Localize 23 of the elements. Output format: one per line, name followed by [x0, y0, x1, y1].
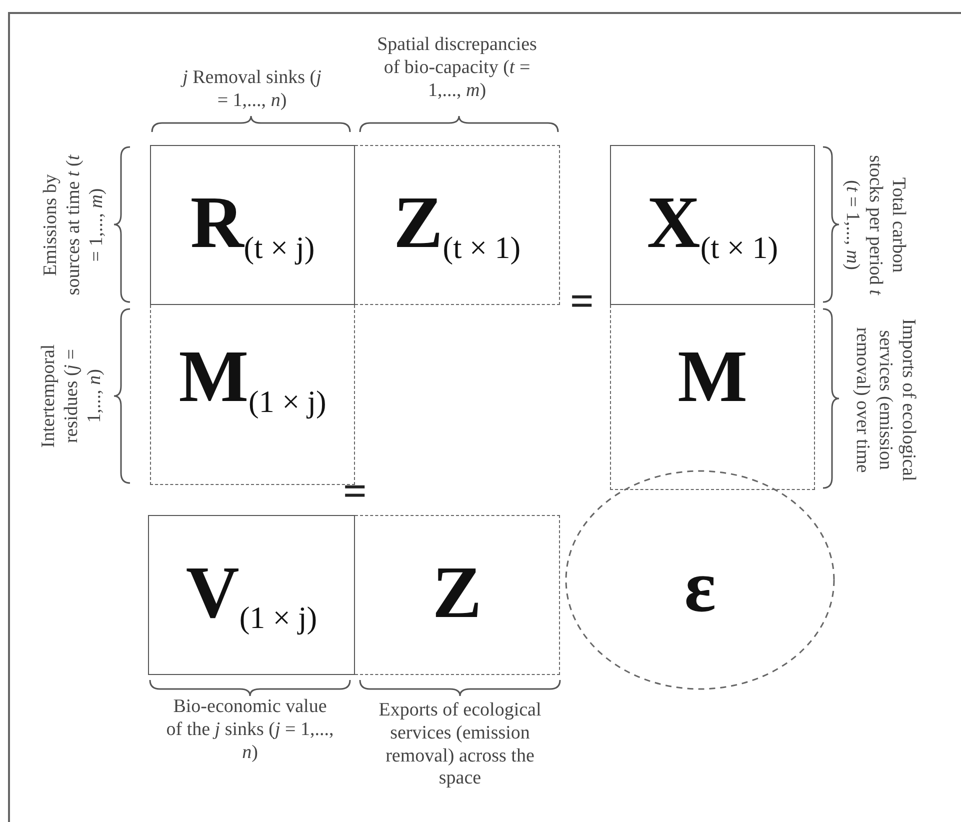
matrix-symbol: ε — [684, 550, 716, 624]
matrix-symbol: V$_{(1 × j)}$ — [186, 556, 318, 633]
matrix-symbol: M$_{(1 × j)}$ — [178, 340, 326, 417]
dashed-ellipse — [565, 470, 835, 690]
brace-label: Exports of ecological services (emission removal) across the space — [378, 699, 542, 791]
matrix-symbol: M — [678, 340, 748, 414]
matrix-symbol: R$_{(t × j)}$ — [190, 186, 315, 263]
matrix-block — [355, 515, 560, 675]
matrix-block — [150, 145, 355, 305]
matrix-block — [150, 305, 355, 485]
matrix-block — [610, 305, 815, 490]
equals-sign: = — [570, 281, 594, 323]
matrix-symbol: Z$_{(t × 1)}$ — [393, 186, 521, 263]
brace-label: j Removal sinks (j = 1,..., n) — [182, 67, 322, 113]
equals-sign: = — [343, 471, 367, 513]
brace-label: Spatial discrepancies of bio-capacity (t = 1,..., m) — [376, 34, 538, 102]
matrix-symbol: X$_{(t × 1)}$ — [646, 186, 778, 263]
brace-label: Imports of ecological services (emission removal) over time — [852, 318, 920, 484]
matrix-block — [148, 515, 355, 675]
matrix-block — [610, 145, 815, 305]
matrix-block — [355, 145, 560, 305]
matrix-symbol: Z — [432, 556, 482, 630]
brace-label: Bio-economic value of the j sinks (j = 1,..., n) — [165, 696, 335, 764]
